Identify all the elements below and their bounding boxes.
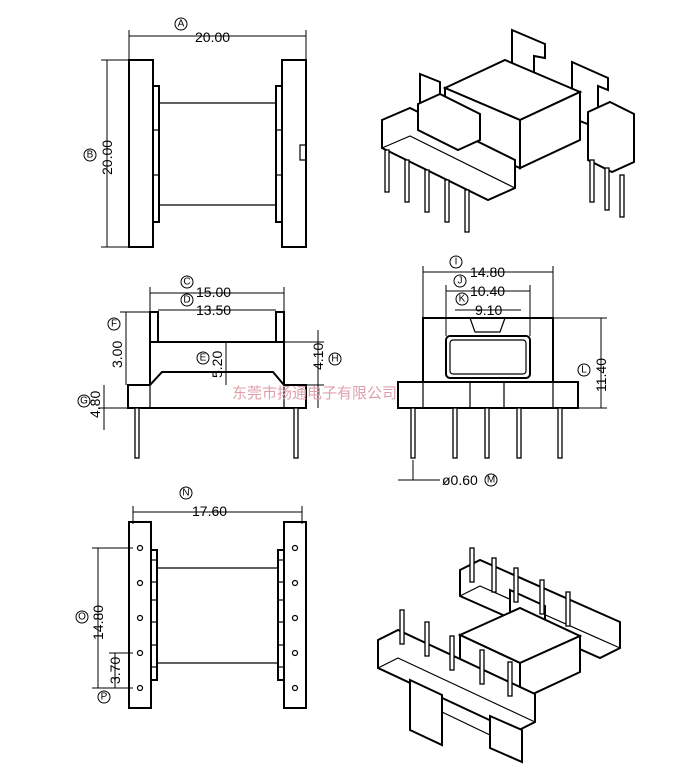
pin xyxy=(444,179,450,223)
svg-text:C: C xyxy=(183,277,190,288)
pin xyxy=(464,189,470,233)
callout-P: P 3.70 xyxy=(97,657,123,704)
svg-text:G: G xyxy=(80,396,88,407)
svg-text:N: N xyxy=(182,488,189,499)
pin xyxy=(384,149,390,193)
dim-J-value: 10.40 xyxy=(470,283,505,299)
callout-O: O 14.80 xyxy=(75,605,106,640)
callout-L: L 11.40 xyxy=(577,358,609,392)
svg-text:B: B xyxy=(87,150,94,161)
dim-N-value: 17.60 xyxy=(192,503,227,519)
dim-P-value: 3.70 xyxy=(107,657,123,684)
svg-text:H: H xyxy=(331,354,338,365)
bottom-view xyxy=(92,506,307,709)
pin xyxy=(565,591,571,627)
callout-E: E 5.20 xyxy=(196,351,225,378)
pin xyxy=(604,167,610,211)
pin xyxy=(404,159,410,203)
svg-text:F: F xyxy=(111,319,117,330)
dim-M-value: ø0.60 xyxy=(442,472,478,488)
pin xyxy=(469,547,475,583)
pin-hole xyxy=(291,614,299,622)
dim-A-value: 20.00 xyxy=(195,29,230,45)
side-view xyxy=(397,266,607,481)
svg-text:D: D xyxy=(183,295,190,306)
pin-hole xyxy=(291,544,299,552)
front-view xyxy=(98,287,324,459)
dim-F-value: 3.00 xyxy=(109,341,125,368)
callout-K: K 9.10 xyxy=(455,292,502,318)
dim-B-value: 20.00 xyxy=(99,140,115,175)
pin xyxy=(589,159,595,203)
pin xyxy=(491,557,497,593)
dim-H-value: 4.10 xyxy=(310,343,326,370)
pin xyxy=(449,635,455,671)
callout-D: D 13.50 xyxy=(180,293,231,318)
svg-text:O: O xyxy=(78,612,86,623)
callout-N: N 17.60 xyxy=(179,486,227,519)
svg-text:E: E xyxy=(200,353,207,364)
dim-L-value: 11.40 xyxy=(593,358,609,392)
svg-text:P: P xyxy=(101,692,108,703)
pin xyxy=(479,649,485,685)
callout-J: J 10.40 xyxy=(453,274,505,299)
callout-F: F 3.00 xyxy=(107,317,125,368)
pin xyxy=(399,609,405,645)
pin xyxy=(619,174,625,218)
callout-I: I 14.80 xyxy=(449,255,505,280)
pin xyxy=(424,169,430,213)
callout-G: G 4.80 xyxy=(77,391,103,418)
svg-text:A: A xyxy=(178,19,185,30)
isometric-view-top xyxy=(381,28,635,233)
pin xyxy=(424,621,430,657)
dim-G-value: 4.80 xyxy=(87,391,103,418)
top-view xyxy=(101,30,307,248)
pin xyxy=(513,567,519,603)
svg-text:K: K xyxy=(459,294,466,305)
isometric-view-bottom xyxy=(377,547,621,764)
svg-text:J: J xyxy=(458,276,463,287)
pin-hole xyxy=(136,544,144,552)
pin-hole xyxy=(291,649,299,657)
pin-hole xyxy=(136,614,144,622)
svg-text:I: I xyxy=(455,257,458,268)
pin-hole xyxy=(136,649,144,657)
pin-hole xyxy=(136,579,144,587)
pin-hole xyxy=(291,684,299,692)
pin-hole xyxy=(291,579,299,587)
dim-E-value: 5.20 xyxy=(209,351,225,378)
svg-text:L: L xyxy=(581,365,587,376)
watermark-text: 东莞市扬通电子有限公司 xyxy=(232,384,397,402)
callout-H: H 4.10 xyxy=(310,343,342,370)
pin-hole xyxy=(136,684,144,692)
callout-A: A 20.00 xyxy=(174,17,230,45)
dim-O-value: 14.80 xyxy=(90,605,106,640)
dim-C-value: 15.00 xyxy=(196,284,231,300)
pin xyxy=(539,579,545,615)
callout-M: M ø0.60 xyxy=(442,472,498,488)
svg-text:M: M xyxy=(487,475,495,486)
callout-B: B 20.00 xyxy=(83,140,115,175)
dim-D-value: 13.50 xyxy=(196,302,231,318)
dim-I-value: 14.80 xyxy=(470,264,505,280)
dim-K-value: 9.10 xyxy=(475,302,502,318)
pin xyxy=(507,661,513,697)
callout-C: C 15.00 xyxy=(180,275,231,300)
